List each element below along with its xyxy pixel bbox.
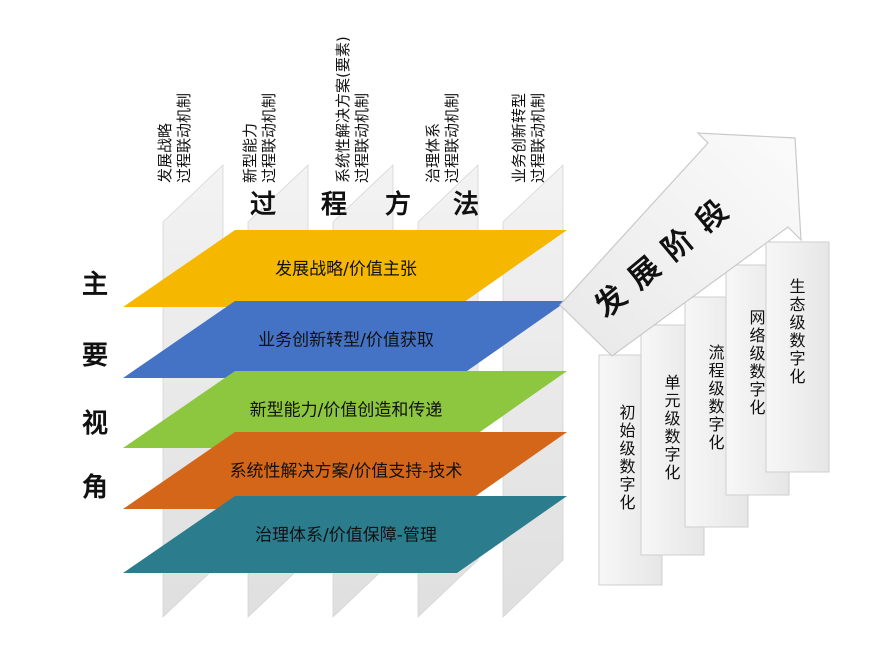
process-title-char-3: 方 — [385, 189, 411, 220]
development-stages: 初始级数字化 单元级数字化 流程级数字化 网络级数字化 生态级数字化 — [598, 241, 830, 586]
layer-label: 发展战略/价值主张 — [275, 260, 417, 280]
layer-shape — [123, 230, 567, 307]
layer-shape — [123, 432, 567, 509]
stage-label: 流程级数字化 — [708, 343, 724, 452]
layer-shape — [123, 371, 567, 448]
layer-shape — [123, 496, 567, 573]
main-view-title: 主 要 视 角 — [82, 270, 108, 503]
process-column-header: 新型能力过程联动机制 — [241, 93, 278, 183]
main-view-char-4: 角 — [82, 472, 108, 503]
stage-label: 单元级数字化 — [664, 373, 680, 482]
column-header-line2: 过程联动机制 — [529, 93, 547, 183]
process-column-header: 治理体系过程联动机制 — [424, 93, 461, 183]
column-header-line1: 系统性解决方案(要素) — [334, 36, 352, 183]
viewpoint-layer: 治理体系/价值保障-管理 — [123, 496, 567, 573]
viewpoint-layer: 新型能力/价值创造和传递 — [123, 371, 567, 448]
process-title-char-4: 法 — [453, 190, 479, 220]
column-header-line2: 过程联动机制 — [175, 93, 193, 183]
viewpoint-layer: 业务创新转型/价值获取 — [123, 301, 567, 378]
stage-label: 网络级数字化 — [749, 308, 765, 417]
process-title-char-2: 程 — [321, 190, 347, 220]
process-column-header: 系统性解决方案(要素)过程联动机制 — [334, 36, 371, 183]
main-view-char-1: 主 — [82, 270, 108, 300]
layer-label: 系统性解决方案/价值支持-技术 — [230, 462, 463, 482]
viewpoint-layers: 发展战略/价值主张业务创新转型/价值获取新型能力/价值创造和传递系统性解决方案/… — [123, 230, 567, 573]
column-header-line1: 发展战略 — [156, 123, 174, 183]
column-header-line1: 治理体系 — [424, 123, 442, 183]
layer-label: 业务创新转型/价值获取 — [258, 331, 434, 351]
main-view-char-2: 要 — [82, 341, 108, 371]
stage-label: 生态级数字化 — [789, 277, 805, 386]
process-column-headers: 发展战略过程联动机制新型能力过程联动机制系统性解决方案(要素)过程联动机制治理体… — [156, 36, 547, 183]
process-title-char-1: 过 — [250, 190, 276, 220]
arrow-shape — [559, 132, 802, 357]
column-header-line2: 过程联动机制 — [260, 93, 278, 183]
stage-rect — [765, 241, 830, 473]
main-view-char-3: 视 — [82, 409, 108, 439]
layer-label: 新型能力/价值创造和传递 — [250, 401, 443, 421]
column-header-line1: 新型能力 — [241, 123, 259, 183]
column-header-line1: 业务创新转型 — [510, 93, 528, 183]
viewpoint-layer: 系统性解决方案/价值支持-技术 — [123, 432, 567, 509]
layer-shape — [123, 301, 567, 378]
process-column-header: 业务创新转型过程联动机制 — [510, 93, 547, 183]
stage-box: 生态级数字化 — [765, 241, 830, 473]
process-method-title: 过 程 方 法 — [250, 189, 479, 220]
column-header-line2: 过程联动机制 — [353, 93, 371, 183]
process-column-header: 发展战略过程联动机制 — [156, 93, 193, 183]
layer-label: 治理体系/价值保障-管理 — [255, 526, 437, 546]
column-header-line2: 过程联动机制 — [443, 93, 461, 183]
stage-label: 初始级数字化 — [619, 403, 635, 512]
viewpoint-layer: 发展战略/价值主张 — [123, 230, 567, 307]
